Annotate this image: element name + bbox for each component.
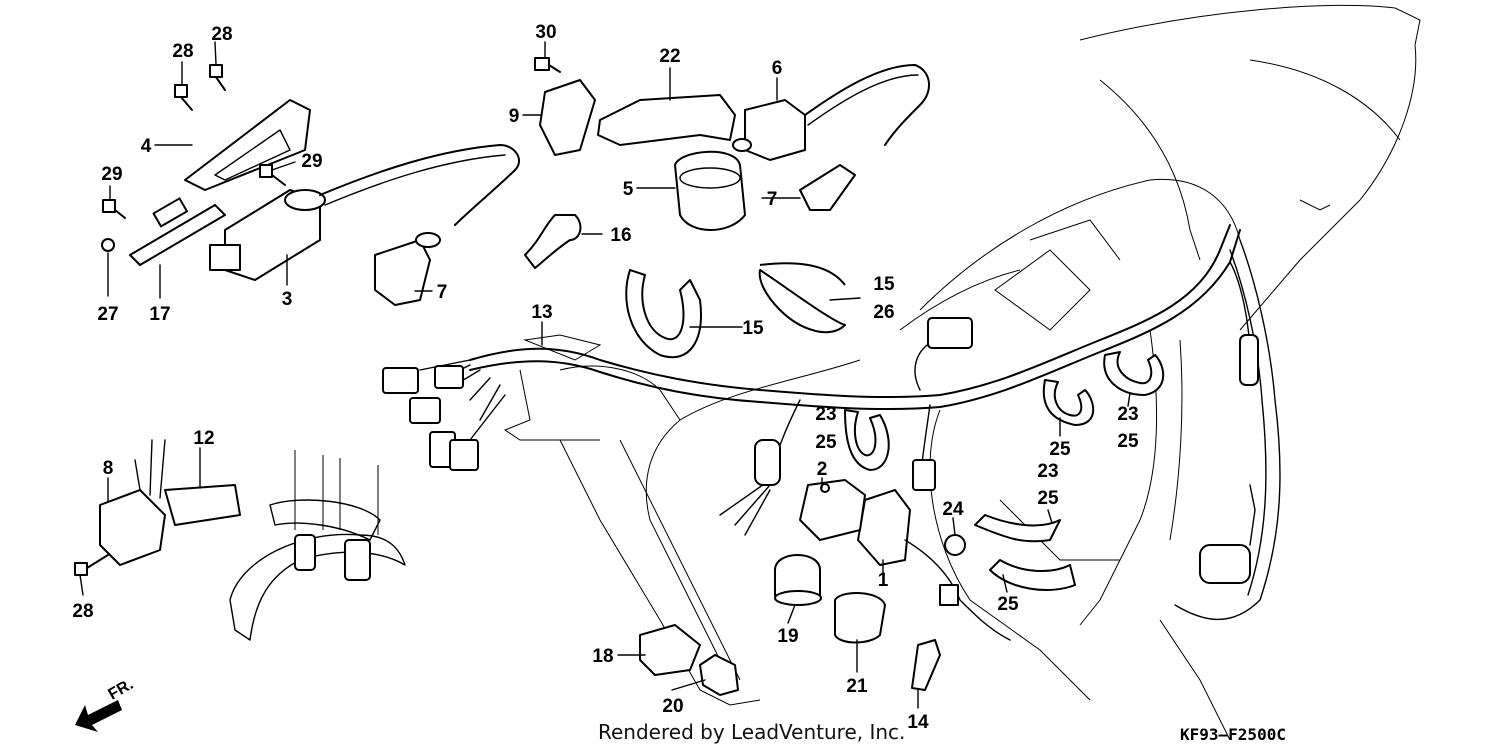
relay-18	[639, 624, 701, 676]
callout-16: 16	[610, 225, 631, 246]
callout-29: 29	[301, 151, 322, 172]
callout-22: 22	[659, 46, 680, 67]
callout-14: 14	[907, 712, 929, 733]
callout-5: 5	[623, 179, 634, 200]
callout-20: 20	[662, 696, 683, 717]
callout-9: 9	[509, 106, 520, 127]
callout-7: 7	[767, 189, 778, 210]
callouts: 28 28 4 29 29 27 17 3 7 30 9 22 6 5 7 16…	[72, 22, 1139, 733]
callout-23: 23	[1037, 461, 1058, 482]
callout-3: 3	[282, 289, 293, 310]
ignition-coil-3	[209, 144, 520, 306]
credit-text: Rendered by LeadVenture, Inc.	[598, 720, 905, 744]
callout-25: 25	[1037, 488, 1059, 509]
callout-26: 26	[873, 302, 894, 323]
collar-21	[834, 592, 886, 644]
callout-7: 7	[437, 282, 448, 303]
bracket-17	[129, 197, 226, 266]
part-9	[539, 79, 596, 156]
callout-15: 15	[873, 274, 895, 295]
callout-12: 12	[193, 428, 214, 449]
unit-1	[857, 489, 1011, 641]
ignition-coil-6	[732, 64, 930, 211]
bolts	[74, 57, 561, 576]
direction-arrow-icon	[75, 700, 122, 732]
callout-25: 25	[815, 432, 837, 453]
callout-24: 24	[942, 499, 964, 520]
callout-18: 18	[592, 646, 613, 667]
callout-15: 15	[742, 318, 764, 339]
callout-1: 1	[878, 570, 889, 591]
callout-25: 25	[997, 594, 1019, 615]
socket-20	[699, 654, 739, 696]
callout-27: 27	[97, 304, 118, 325]
direction-label: FR.	[106, 676, 137, 704]
callout-4: 4	[141, 136, 152, 157]
bands	[625, 262, 1165, 591]
callout-28: 28	[72, 601, 93, 622]
callout-29: 29	[101, 164, 122, 185]
plate-12	[164, 484, 241, 526]
callout-13: 13	[531, 302, 552, 323]
callout-25: 25	[1049, 439, 1071, 460]
clamp-14	[911, 639, 941, 691]
wire-harness	[382, 224, 1281, 621]
rubber-5	[674, 150, 746, 231]
callout-2: 2	[817, 459, 828, 480]
diagram-code: KF93–F2500C	[1180, 725, 1286, 744]
callout-28: 28	[172, 41, 193, 62]
bracket-16	[524, 214, 582, 269]
bracket-4	[184, 99, 311, 191]
stay-22	[597, 94, 736, 146]
callout-23: 23	[815, 404, 836, 425]
front-fork-fender	[229, 450, 406, 641]
nut-24	[944, 534, 966, 556]
leader-lines	[79, 41, 1131, 709]
regulator-8	[99, 439, 166, 566]
callout-21: 21	[846, 676, 868, 697]
callout-6: 6	[772, 58, 783, 79]
plate-2	[799, 479, 866, 541]
callout-28: 28	[211, 24, 232, 45]
callout-25: 25	[1117, 431, 1139, 452]
bulb-19	[774, 554, 822, 606]
callout-30: 30	[535, 22, 556, 43]
callout-19: 19	[777, 626, 798, 647]
callout-8: 8	[103, 458, 114, 479]
callout-17: 17	[149, 304, 170, 325]
callout-23: 23	[1117, 404, 1138, 425]
